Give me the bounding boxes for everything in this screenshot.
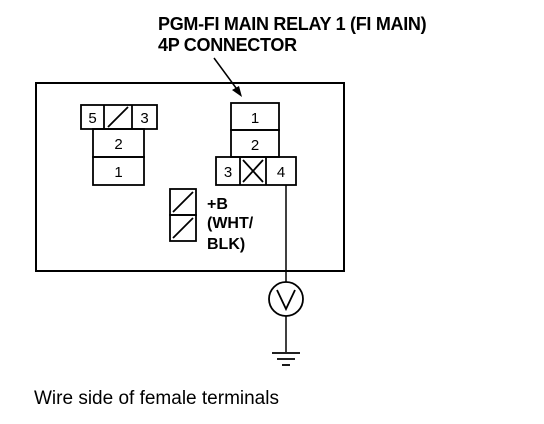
wire-label-color-1: (WHT/ xyxy=(207,215,254,232)
blank-terminal-mark xyxy=(107,106,129,128)
left-terminal-5: 5 xyxy=(88,110,96,127)
wire-color-symbol xyxy=(169,188,197,242)
right-terminal-1: 1 xyxy=(251,110,259,127)
wire-label-color-2: BLK) xyxy=(207,236,246,253)
left-terminal-3: 3 xyxy=(140,110,148,127)
diagram-caption: Wire side of female terminals xyxy=(34,388,279,409)
right-terminal-2: 2 xyxy=(251,137,259,154)
left-connector: 5 3 2 1 xyxy=(80,104,158,186)
pointer-arrow xyxy=(213,57,242,97)
diagram-title-line2: 4P CONNECTOR xyxy=(158,35,297,55)
ground-icon xyxy=(272,352,300,366)
left-terminal-2: 2 xyxy=(114,136,122,153)
wire-label-power: +B xyxy=(207,196,228,213)
connector-outline xyxy=(35,82,345,272)
left-terminal-1: 1 xyxy=(114,164,122,181)
diagram-title-line1: PGM-FI MAIN RELAY 1 (FI MAIN) xyxy=(158,14,427,34)
right-terminal-4: 4 xyxy=(277,164,285,181)
voltmeter-icon xyxy=(268,281,304,317)
right-connector: 1 2 3 4 xyxy=(215,102,297,186)
right-terminal-3: 3 xyxy=(224,164,232,181)
